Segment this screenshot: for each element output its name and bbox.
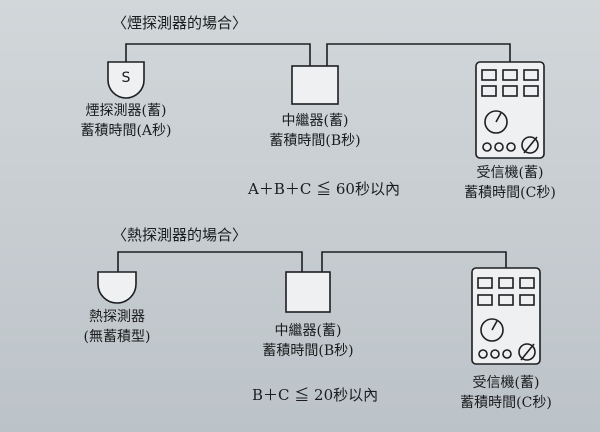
smoke-detector-label-1: 煙探測器(蓄) [85,103,167,119]
smoke-sensor-mark: S [121,70,131,86]
smoke-relay-label-2: 蓄積時間(B秒) [269,133,361,149]
heat-relay-label-2: 蓄積時間(B秒) [262,343,354,359]
heat-formula: B＋C ≦ 20秒以內 [252,386,379,404]
smoke-detector-icon [107,61,145,99]
smoke-relay-label-1: 中繼器(蓄) [281,113,349,129]
heat-receiver-label-2: 蓄積時間(C秒) [460,395,552,411]
smoke-receiver-label-1: 受信機(蓄) [476,165,544,181]
heat-relay-label-1: 中繼器(蓄) [274,323,342,339]
heat-wire-detector-relay [117,251,303,272]
smoke-formula: A＋B＋C ≦ 60秒以內 [248,180,400,198]
smoke-receiver-label-2: 蓄積時間(C秒) [464,185,556,201]
heat-receiver-label-1: 受信機(蓄) [472,375,540,391]
heat-relay-box-icon [285,271,331,313]
smoke-wire-detector-relay [125,43,311,66]
smoke-detector-label-2: 蓄積時間(A秒) [80,123,172,139]
heat-detector-label-1: 熱探測器 [89,309,145,325]
heat-detector-icon [97,271,137,304]
heat-section-title: 〈熱探測器的場合〉 [112,226,248,244]
smoke-receiver-panel-icon [475,61,545,159]
smoke-relay-box-icon [291,65,339,105]
heat-detector-label-2: (無蓄積型) [83,329,151,345]
smoke-wire-relay-receiver [326,43,511,66]
heat-receiver-panel-icon [471,267,541,365]
heat-wire-relay-receiver [321,251,507,272]
smoke-section-title: 〈煙探測器的場合〉 [112,14,248,32]
